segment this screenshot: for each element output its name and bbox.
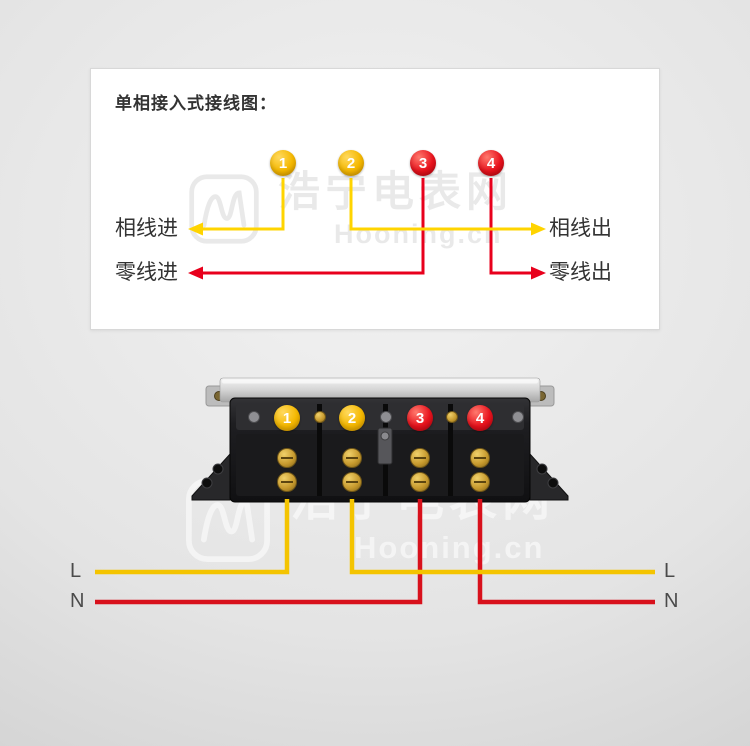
meter-terminal-badge-3: 3 xyxy=(407,405,433,431)
watermark-lower: 浩宁电表网 Hooning.cn xyxy=(182,472,555,568)
watermark-brand-text: 浩宁电表网 xyxy=(290,473,556,526)
neutral-in-arrow-icon xyxy=(188,266,203,280)
label-line-left-l: L xyxy=(70,560,82,582)
watermark-logo-icon xyxy=(189,174,259,244)
mounting-hole-top-right-icon xyxy=(536,391,546,401)
mounting-tab-right xyxy=(527,385,555,407)
schematic-terminal-badge-4: 4 xyxy=(478,150,504,176)
small-screw-icon xyxy=(380,411,392,423)
mounting-hole-top-left-icon xyxy=(214,391,224,401)
small-screw-icon xyxy=(446,411,458,423)
meter-terminal-block-illustration xyxy=(191,377,569,503)
watermark-brand-text: 浩宁电表网 xyxy=(278,168,514,215)
phase-out-line xyxy=(349,178,532,231)
label-phase-in: 相线进 xyxy=(115,217,178,240)
terminal-screws xyxy=(277,448,490,492)
small-screw-icon xyxy=(248,411,260,423)
label-line-right-n: N xyxy=(664,590,679,612)
schematic-terminal-badge-2: 2 xyxy=(338,150,364,176)
phase-wire-left xyxy=(95,499,290,575)
ear-hole-left-1-icon xyxy=(201,477,213,489)
ear-hole-right-2-icon xyxy=(536,463,548,475)
mounting-ear-left xyxy=(191,452,231,501)
terminal-separator-3 xyxy=(448,404,453,496)
panel-title: 单相接入式接线图： xyxy=(115,94,277,113)
meter-terminal-badge-2: 2 xyxy=(339,405,365,431)
voltage-link xyxy=(377,427,393,465)
terminal-body-lower xyxy=(236,434,524,496)
watermark-logo-icon xyxy=(186,478,270,562)
meter-terminal-badge-1: 1 xyxy=(274,405,300,431)
watermark-site-text: Hooning.cn xyxy=(354,530,545,565)
mounting-plate xyxy=(219,377,541,403)
ear-hole-right-1-icon xyxy=(547,477,559,489)
schematic-panel: 浩宁电表网 Hooning.cn 1 2 3 4 相线进 零线进 相线出 零线出… xyxy=(90,68,660,330)
schematic-terminal-badge-3: 3 xyxy=(410,150,436,176)
label-phase-out: 相线出 xyxy=(549,217,612,240)
voltage-link-screw-icon xyxy=(380,431,390,441)
terminal-separator-2 xyxy=(383,404,388,496)
label-neutral-out: 零线出 xyxy=(549,261,612,284)
phase-in-arrow-icon xyxy=(188,222,203,236)
phase-in-line xyxy=(202,178,285,231)
terminal-separator-1 xyxy=(317,404,322,496)
neutral-out-line xyxy=(489,178,532,275)
small-screw-icon xyxy=(512,411,524,423)
neutral-in-line xyxy=(202,178,425,275)
label-line-right-l: L xyxy=(664,560,676,582)
meter-terminal-badge-4: 4 xyxy=(467,405,493,431)
label-line-left-n: N xyxy=(70,590,85,612)
neutral-out-arrow-icon xyxy=(531,266,546,280)
watermark-site-text: Hooning.cn xyxy=(334,219,503,249)
mounting-ear-right xyxy=(529,452,569,501)
label-neutral-in: 零线进 xyxy=(115,261,178,284)
watermark-upper: 浩宁电表网 Hooning.cn xyxy=(186,167,513,251)
ear-hole-left-2-icon xyxy=(212,463,224,475)
schematic-terminal-badge-1: 1 xyxy=(270,150,296,176)
mounting-plate-highlight xyxy=(222,379,538,384)
phase-out-arrow-icon xyxy=(531,222,546,236)
small-screw-icon xyxy=(314,411,326,423)
phase-wire-right xyxy=(349,499,655,575)
neutral-wire-left xyxy=(95,499,423,605)
neutral-wire-right xyxy=(477,499,655,605)
mounting-tab-left xyxy=(205,385,233,407)
